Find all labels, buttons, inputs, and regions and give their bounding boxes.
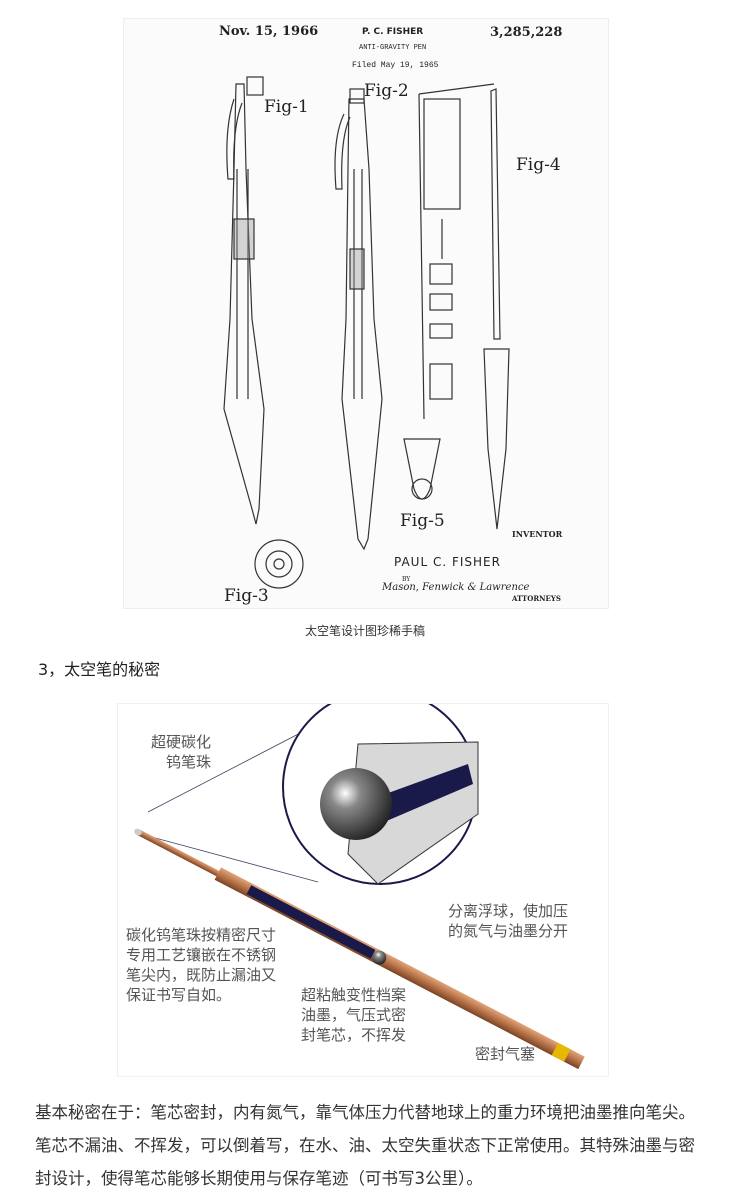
label-line: 专用工艺镶嵌在不锈钢 — [126, 946, 277, 964]
patent-drawing-art — [223, 76, 510, 589]
patent-inventor-header: P. C. FISHER — [362, 27, 424, 37]
patent-date: Nov. 15, 1966 — [219, 24, 319, 39]
label-seal: 密封气塞 — [475, 1045, 536, 1063]
inventor-name: PAUL C. FISHER — [394, 555, 501, 569]
patent-drawing-image: Nov. 15, 1966 P. C. FISHER ANTI-GRAVITY … — [123, 18, 609, 609]
image-caption: 太空笔设计图珍稀手稿 — [304, 624, 425, 638]
fig-3-label: Fig-3 — [224, 586, 269, 606]
patent-title: ANTI-GRAVITY PEN — [359, 44, 427, 52]
label-line: 的氮气与油墨分开 — [448, 922, 569, 940]
label-tip: 碳化钨笔珠按精密尺寸 专用工艺镶嵌在不锈钢 笔尖内，既防止漏油又 保证书写自如。 — [126, 925, 276, 1005]
label-line: 保证书写自如。 — [126, 986, 232, 1004]
by-label: BY — [402, 576, 411, 583]
patent-filed: Filed May 19, 1965 — [352, 61, 439, 70]
section-heading: 3，太空笔的秘密 — [38, 660, 161, 679]
attorneys-label: ATTORNEYS — [512, 594, 561, 603]
inventor-label: INVENTOR — [512, 529, 563, 539]
fig-1-label: Fig-1 — [264, 97, 309, 117]
refill-diagram-image: 超硬碳化 钨笔珠 分离浮球，使加压 的氮气与油墨分开 碳化钨笔珠按精密尺寸 专用… — [117, 703, 609, 1077]
label-line: 超粘触变性档案 — [301, 986, 407, 1004]
fig-5-label: Fig-5 — [400, 511, 445, 531]
patent-number: 3,285,228 — [490, 25, 563, 40]
attorneys-signature: Mason, Fenwick & Lawrence — [382, 582, 530, 593]
label-tungsten-ball: 超硬碳化 钨笔珠 — [148, 732, 211, 772]
label-line: 油墨，气压式密 — [301, 1006, 407, 1024]
label-line: 封笔芯，不挥发 — [301, 1026, 407, 1044]
label-ink: 超粘触变性档案 油墨，气压式密 封笔芯，不挥发 — [301, 985, 406, 1045]
body-paragraph: 基本秘密在于：笔芯密封，内有氮气，靠气体压力代替地球上的重力环境把油墨推向笔尖。… — [35, 1103, 695, 1188]
label-line: 分离浮球，使加压 — [448, 902, 569, 920]
fig-4-label: Fig-4 — [516, 155, 561, 175]
fig-2-label: Fig-2 — [364, 81, 409, 101]
label-line: 笔尖内，既防止漏油又 — [126, 966, 277, 984]
label-line: 超硬碳化 — [151, 733, 212, 751]
label-line: 碳化钨笔珠按精密尺寸 — [126, 926, 277, 944]
label-float-ball: 分离浮球，使加压 的氮气与油墨分开 — [448, 901, 568, 941]
refill-diagram-art — [134, 704, 585, 1070]
label-line: 钨笔珠 — [166, 753, 212, 771]
